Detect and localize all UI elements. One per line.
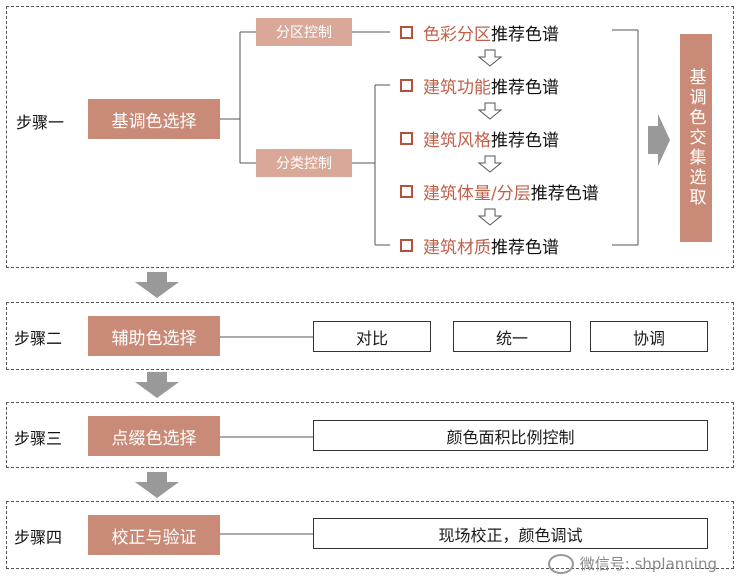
square-bullet-icon bbox=[400, 79, 413, 92]
step-3-action: 点缀色选择 bbox=[88, 416, 220, 456]
branch-type-control: 分类控制 bbox=[256, 149, 352, 177]
color-spectrum-item: 色彩分区推荐色谱 bbox=[400, 20, 559, 45]
step-4-box bbox=[6, 501, 734, 569]
square-bullet-icon bbox=[400, 185, 413, 198]
step-2-output-unity: 统一 bbox=[453, 321, 571, 352]
step-2-output-contrast: 对比 bbox=[313, 321, 431, 352]
color-spectrum-item: 建筑风格推荐色谱 bbox=[400, 126, 559, 151]
step-3-label: 步骤三 bbox=[14, 429, 63, 448]
step-2-box bbox=[6, 302, 734, 370]
step-2-output-harmony: 协调 bbox=[590, 321, 708, 352]
step-1-action: 基调色选择 bbox=[88, 99, 220, 139]
step-1-box bbox=[6, 6, 734, 268]
step-3-box bbox=[6, 402, 734, 468]
down-arrow-icon bbox=[135, 372, 179, 398]
down-arrow-icon bbox=[477, 155, 503, 173]
wechat-icon bbox=[547, 553, 574, 574]
square-bullet-icon bbox=[400, 239, 413, 252]
step-4-action: 校正与验证 bbox=[88, 515, 220, 555]
square-bullet-icon bbox=[400, 26, 413, 39]
result-intersection-box: 基调色交集选取 bbox=[680, 34, 712, 242]
wechat-watermark: 微信号: shplanning bbox=[547, 553, 717, 574]
right-arrow-icon bbox=[648, 114, 670, 166]
step-4-label: 步骤四 bbox=[14, 528, 63, 547]
down-arrow-icon bbox=[477, 102, 503, 120]
branch-zone-control: 分区控制 bbox=[256, 18, 352, 46]
down-arrow-icon bbox=[135, 272, 179, 298]
down-arrow-icon bbox=[477, 208, 503, 226]
watermark-text: 微信号: shplanning bbox=[579, 555, 717, 573]
down-arrow-icon bbox=[135, 472, 179, 498]
step-4-output: 现场校正，颜色调试 bbox=[313, 518, 708, 549]
step-2-label: 步骤二 bbox=[14, 329, 63, 348]
step-1-label: 步骤一 bbox=[16, 113, 65, 132]
down-arrow-icon bbox=[477, 49, 503, 67]
step-2-action: 辅助色选择 bbox=[88, 316, 220, 356]
color-spectrum-item: 建筑材质推荐色谱 bbox=[400, 233, 559, 258]
color-spectrum-item: 建筑功能推荐色谱 bbox=[400, 73, 559, 98]
square-bullet-icon bbox=[400, 132, 413, 145]
color-spectrum-item: 建筑体量/分层推荐色谱 bbox=[400, 179, 599, 204]
step-3-output: 颜色面积比例控制 bbox=[313, 420, 708, 451]
